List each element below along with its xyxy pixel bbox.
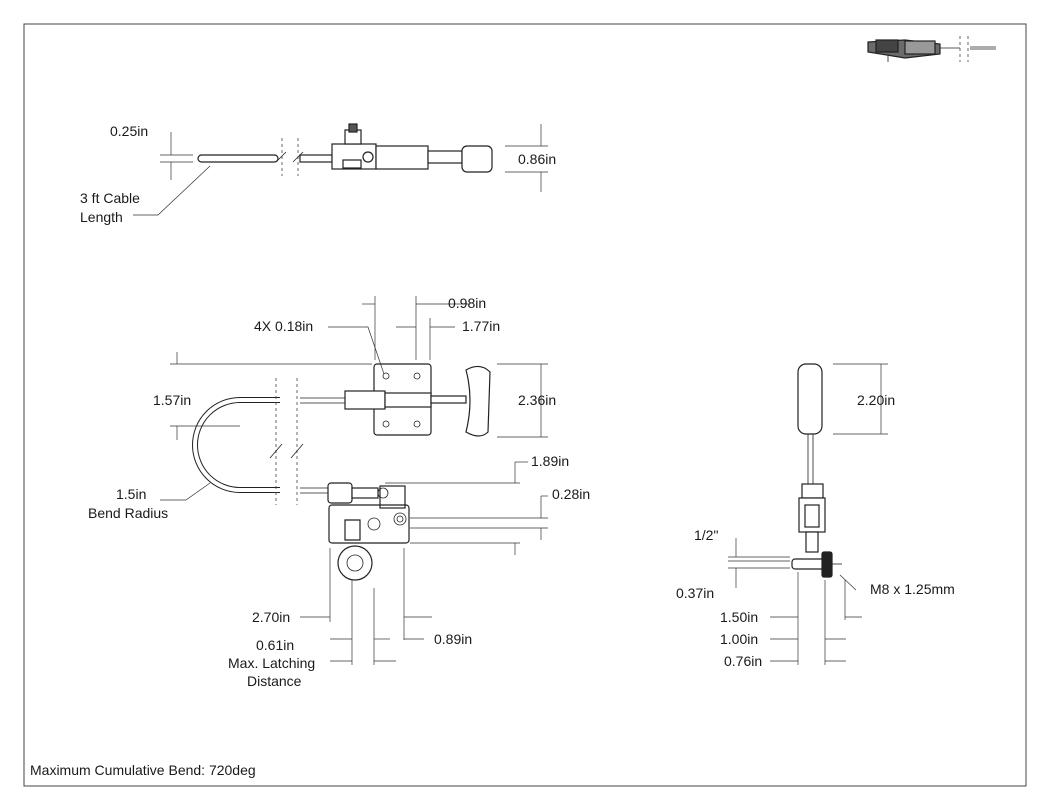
latch-washer [337,545,373,581]
label-dim-236: 2.36in [518,392,556,408]
label-dim-150: 1.50in [720,609,758,625]
label-top-cable-dia: 0.25in [110,123,148,139]
front-view [192,363,491,581]
label-dim-177: 1.77in [462,318,500,334]
side-dims [728,363,888,665]
iso-thumbnail [867,36,996,62]
label-max-latch-2: Distance [247,673,302,689]
top-cable-2 [299,154,333,163]
top-cable [197,154,279,163]
t-handle [465,365,491,437]
label-max-latch-1: Max. Latching [228,655,315,671]
front-dims [160,296,548,665]
label-dim-270: 2.70in [252,609,290,625]
label-top-height: 0.86in [518,151,556,167]
label-cable-length-1: 3 ft Cable [80,190,140,206]
bend-note: Maximum Cumulative Bend: 720deg [30,762,256,778]
label-cable-length-2: Length [80,209,123,225]
top-housing [375,145,429,170]
label-dim-100: 1.00in [720,631,758,647]
side-view [791,363,842,578]
top-view [197,123,493,176]
label-half-inch: 1/2" [694,527,718,543]
label-dim-076: 0.76in [724,653,762,669]
label-dim-061: 0.61in [256,637,294,653]
label-dim-220: 2.20in [857,392,895,408]
label-thread: M8 x 1.25mm [870,581,955,597]
label-dim-089: 0.89in [434,631,472,647]
label-dim-189: 1.89in [531,453,569,469]
top-dims [133,124,548,216]
side-handle [797,363,823,435]
label-dim-157: 1.57in [153,392,191,408]
label-dim-028: 0.28in [552,486,590,502]
label-bend-radius-1: 1.5in [116,486,146,502]
label-dim-098: 0.98in [448,295,486,311]
top-handle [461,145,493,173]
label-hole-4x: 4X 0.18in [254,318,313,334]
label-bend-radius-2: Bend Radius [88,505,168,521]
label-dim-037: 0.37in [676,585,714,601]
